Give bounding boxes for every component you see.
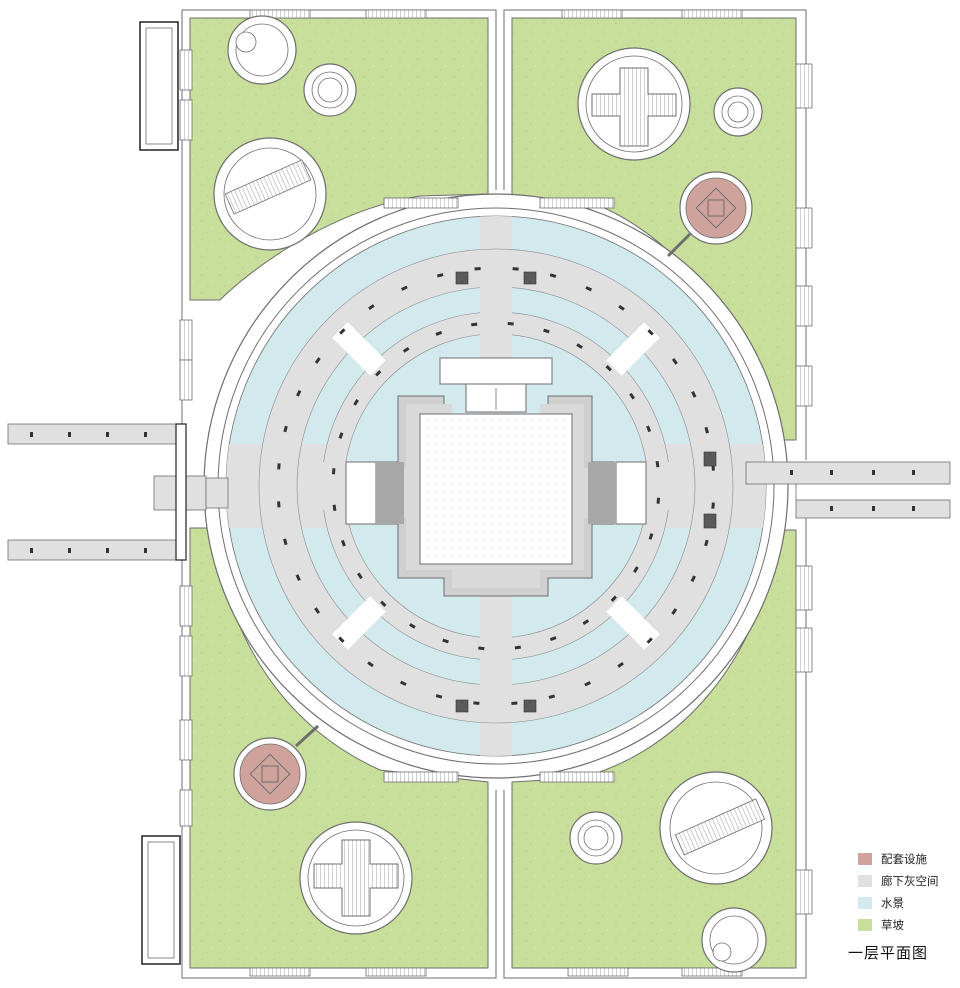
seat-mark <box>704 539 709 547</box>
side-stair-modules <box>179 49 813 915</box>
seat-mark <box>375 370 382 377</box>
seat-mark <box>353 399 359 406</box>
seat-mark <box>474 267 481 271</box>
seat-mark <box>471 322 478 327</box>
ne-facility-pavilion <box>666 171 753 258</box>
seat-mark <box>368 304 375 311</box>
seat-mark <box>655 461 660 468</box>
seat-mark <box>338 636 345 643</box>
seat-mark <box>543 328 550 334</box>
legend-label: 草坡 <box>881 918 904 932</box>
seat-mark <box>399 680 407 686</box>
seat-mark <box>277 501 281 508</box>
seat-mark <box>514 645 521 650</box>
seat-mark <box>511 701 518 705</box>
seat-mark <box>548 694 556 699</box>
seat-mark <box>402 346 410 353</box>
kiosk-blocks <box>455 271 717 713</box>
seat-mark <box>332 504 337 511</box>
legend-label: 廊下灰空间 <box>881 874 939 888</box>
nw-round-pavilions <box>213 15 357 251</box>
bridge-marks <box>30 432 915 553</box>
legend-swatch <box>858 853 872 865</box>
seat-mark <box>633 566 639 573</box>
seat-mark <box>711 502 715 509</box>
sw-stair-pavilion <box>299 821 413 935</box>
seat-mark <box>549 273 557 278</box>
seat-mark <box>296 389 302 397</box>
seat-mark <box>646 637 653 644</box>
seat-mark <box>314 357 321 364</box>
seat-mark <box>671 358 678 365</box>
seat-mark <box>380 600 387 607</box>
seat-mark <box>442 638 449 644</box>
seat-mark <box>648 533 654 540</box>
seat-mark <box>283 538 288 546</box>
seat-mark <box>576 343 583 349</box>
seat-mark <box>314 607 321 614</box>
seat-mark <box>338 432 344 439</box>
legend-item-grass: 草坡 <box>858 914 939 936</box>
ne-pavilions <box>577 47 763 161</box>
seat-mark <box>629 392 636 400</box>
seat-mark <box>646 425 652 433</box>
seat-mark <box>512 267 519 271</box>
seat-mark <box>339 328 346 335</box>
seat-mark <box>584 681 591 687</box>
seat-mark <box>295 574 301 581</box>
seat-mark <box>283 425 288 433</box>
seat-mark <box>585 286 593 292</box>
sw-facility-pavilion <box>233 724 320 811</box>
legend: 配套设施 廊下灰空间 水景 草坡 <box>858 848 939 936</box>
seat-mark <box>435 694 443 699</box>
seat-mark <box>356 572 363 580</box>
seat-mark <box>610 595 617 602</box>
legend-item-water: 水景 <box>858 892 939 914</box>
seat-mark <box>618 304 625 311</box>
seat-mark <box>690 575 696 583</box>
seat-mark <box>340 539 346 547</box>
seat-mark <box>656 497 661 504</box>
legend-label: 配套设施 <box>881 852 927 866</box>
legend-swatch <box>858 897 872 909</box>
nw-stair-block <box>139 21 181 965</box>
corridor-seat-marks <box>277 267 715 705</box>
legend-swatch <box>858 919 872 931</box>
seat-mark <box>691 391 697 398</box>
legend-swatch <box>858 875 872 887</box>
seat-mark <box>582 619 590 626</box>
seat-mark <box>435 330 443 336</box>
legend-label: 水景 <box>881 896 904 910</box>
seat-mark <box>605 365 612 372</box>
se-pavilions <box>569 771 773 973</box>
seat-mark <box>473 701 480 705</box>
legend-item-gray-space: 廊下灰空间 <box>858 870 939 892</box>
seat-mark <box>436 273 444 278</box>
seat-mark <box>331 468 336 475</box>
seat-mark <box>617 661 624 668</box>
central-plaza <box>345 357 647 597</box>
legend-item-facility: 配套设施 <box>858 848 939 870</box>
seat-mark <box>549 636 557 642</box>
top-bottom-stair-modules <box>249 9 743 977</box>
seat-mark <box>478 646 485 651</box>
seat-mark <box>647 329 654 336</box>
seat-mark <box>507 321 514 326</box>
seat-mark <box>401 285 408 291</box>
plan-title: 一层平面图 <box>848 944 929 962</box>
seat-mark <box>704 426 709 434</box>
seat-mark <box>671 608 678 615</box>
seat-mark <box>367 661 374 668</box>
seat-mark <box>277 463 281 470</box>
west-bridge <box>7 423 229 561</box>
seat-mark <box>409 623 416 629</box>
